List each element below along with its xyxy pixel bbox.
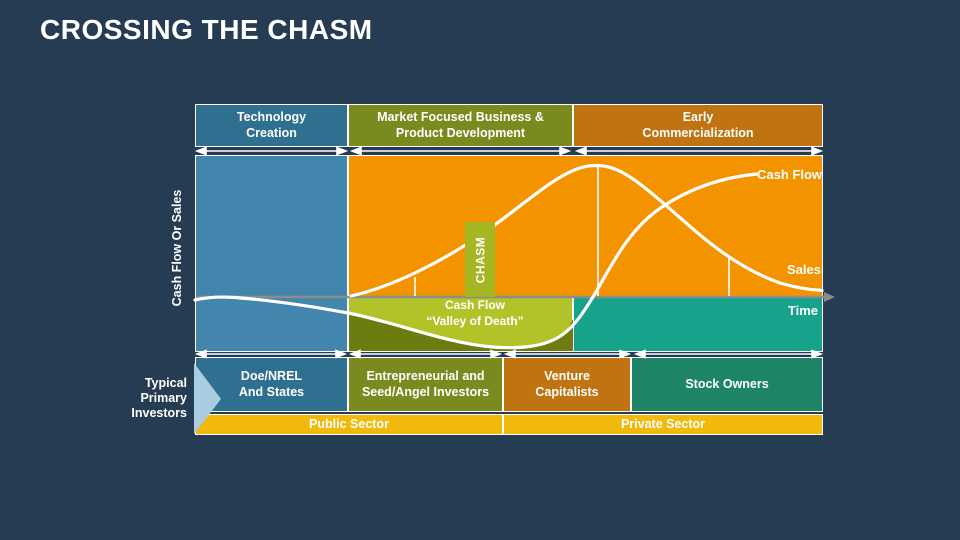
cash-flow-curve-label: Cash Flow <box>757 167 823 182</box>
y-axis-label: Cash Flow Or Sales <box>170 189 184 307</box>
chasm-label: CHASM <box>473 236 487 283</box>
chasm-box: CHASM <box>465 222 495 297</box>
sales-curve-label: Sales <box>787 262 821 277</box>
typical-primary-investors-label: Typical Primary Investors <box>131 376 187 420</box>
region-technology-creation <box>195 155 348 352</box>
sector-bar-private: Private Sector <box>503 414 823 435</box>
phase-span-arrows <box>194 146 824 156</box>
investor-box-venture-capitalists: Venture Capitalists <box>503 357 631 412</box>
investor-box-seed-angel: Entrepreneurial and Seed/Angel Investors <box>348 357 503 412</box>
x-axis-arrowhead-icon <box>824 292 835 302</box>
valley-of-death-label: Cash Flow “Valley of Death” <box>426 298 524 328</box>
phase-header-technology-creation: Technology Creation <box>195 104 348 147</box>
time-axis-label: Time <box>787 303 818 318</box>
investor-box-stock-owners: Stock Owners <box>631 357 823 412</box>
investor-chevron-icon <box>194 363 221 434</box>
page-title: CROSSING THE CHASM <box>40 14 373 45</box>
sector-bar-public: Public Sector <box>195 414 503 435</box>
region-commercial-orange <box>348 155 823 297</box>
phase-header-market-focused: Market Focused Business & Product Develo… <box>348 104 573 147</box>
phase-header-early-commercialization: Early Commercialization <box>573 104 823 147</box>
